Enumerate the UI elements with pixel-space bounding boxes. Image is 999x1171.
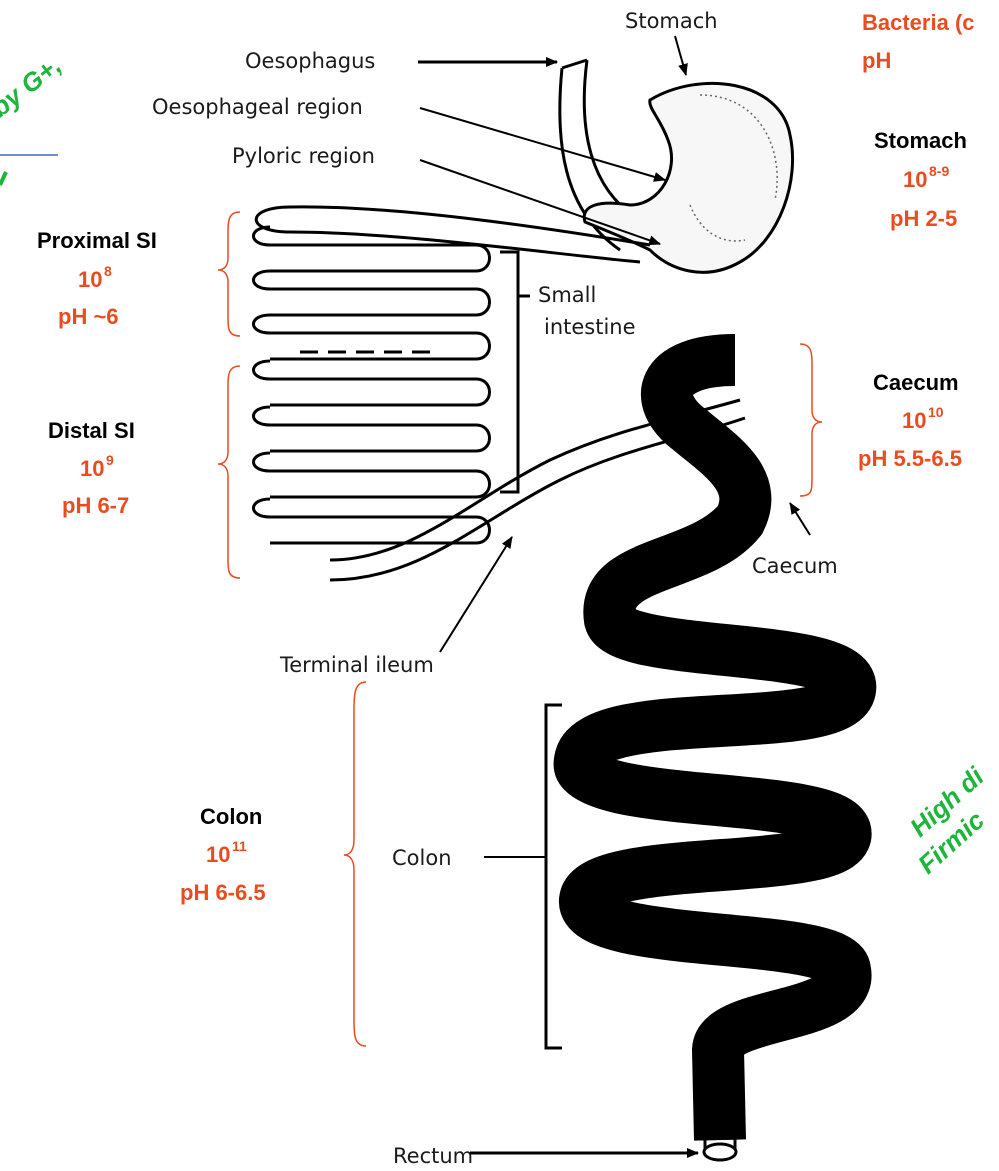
label-small-intestine-2: intestine xyxy=(544,315,636,339)
section-colon-title: Colon xyxy=(200,804,262,829)
section-distal-si-title: Distal SI xyxy=(48,418,135,443)
section-colon: Colon 10 11 pH 6-6.5 xyxy=(180,804,266,905)
label-colon: Colon xyxy=(392,846,452,870)
section-proximal-si-title: Proximal SI xyxy=(37,228,157,253)
section-proximal-si: Proximal SI 10 8 pH ~6 xyxy=(37,228,157,329)
section-caecum-count: 10 xyxy=(902,408,926,433)
section-stomach-exp: 8-9 xyxy=(929,163,949,179)
brace-distal-si xyxy=(218,366,240,578)
label-terminal-ileum: Terminal ileum xyxy=(279,653,434,677)
stomach-shape xyxy=(584,83,792,272)
pointer-pyloric-region xyxy=(420,160,660,244)
header-line-1: Bacteria (c xyxy=(862,10,975,35)
section-caecum: Caecum 10 10 pH 5.5-6.5 xyxy=(858,370,962,471)
section-colon-count: 10 xyxy=(206,842,230,867)
small-intestine-loop xyxy=(254,227,490,543)
section-caecum-title: Caecum xyxy=(873,370,959,395)
section-distal-si-exp: 9 xyxy=(106,452,114,468)
section-distal-si-ph: pH 6-7 xyxy=(62,493,129,518)
label-caecum: Caecum xyxy=(752,554,838,578)
top-left-green-mark xyxy=(0,172,6,185)
label-oesophageal-region: Oesophageal region xyxy=(152,95,363,119)
brace-caecum xyxy=(800,344,822,496)
label-pyloric-region: Pyloric region xyxy=(232,144,375,168)
section-colon-ph: pH 6-6.5 xyxy=(180,880,266,905)
section-stomach-title: Stomach xyxy=(874,128,967,153)
pointer-terminal-ileum xyxy=(440,537,512,652)
section-caecum-ph: pH 5.5-6.5 xyxy=(858,446,962,471)
section-proximal-si-ph: pH ~6 xyxy=(58,304,119,329)
section-colon-exp: 11 xyxy=(232,838,247,854)
section-caecum-exp: 10 xyxy=(928,404,944,420)
pointer-caecum xyxy=(790,503,810,535)
label-stomach: Stomach xyxy=(625,9,718,33)
pointer-oesophageal-region xyxy=(420,108,665,180)
top-left-green-annotation: by G+, xyxy=(0,50,67,123)
small-intestine-coils xyxy=(254,207,490,543)
label-oesophagus: Oesophagus xyxy=(245,49,375,73)
section-proximal-si-exp: 8 xyxy=(104,263,112,279)
pointer-stomach xyxy=(675,36,686,75)
section-stomach-ph: pH 2-5 xyxy=(890,206,957,231)
label-small-intestine-1: Small xyxy=(538,283,596,307)
brace-proximal-si xyxy=(218,212,240,336)
brace-colon xyxy=(344,682,366,1046)
section-stomach: Stomach 10 8-9 pH 2-5 xyxy=(874,128,967,231)
section-stomach-count: 10 xyxy=(903,167,927,192)
colon-shape xyxy=(580,360,851,1160)
small-intestine-bracket xyxy=(500,252,518,492)
section-distal-si-count: 10 xyxy=(80,456,104,481)
label-rectum: Rectum xyxy=(393,1144,473,1168)
section-proximal-si-count: 10 xyxy=(78,267,102,292)
header-line-2: pH xyxy=(862,48,891,73)
section-distal-si: Distal SI 10 9 pH 6-7 xyxy=(48,418,135,518)
